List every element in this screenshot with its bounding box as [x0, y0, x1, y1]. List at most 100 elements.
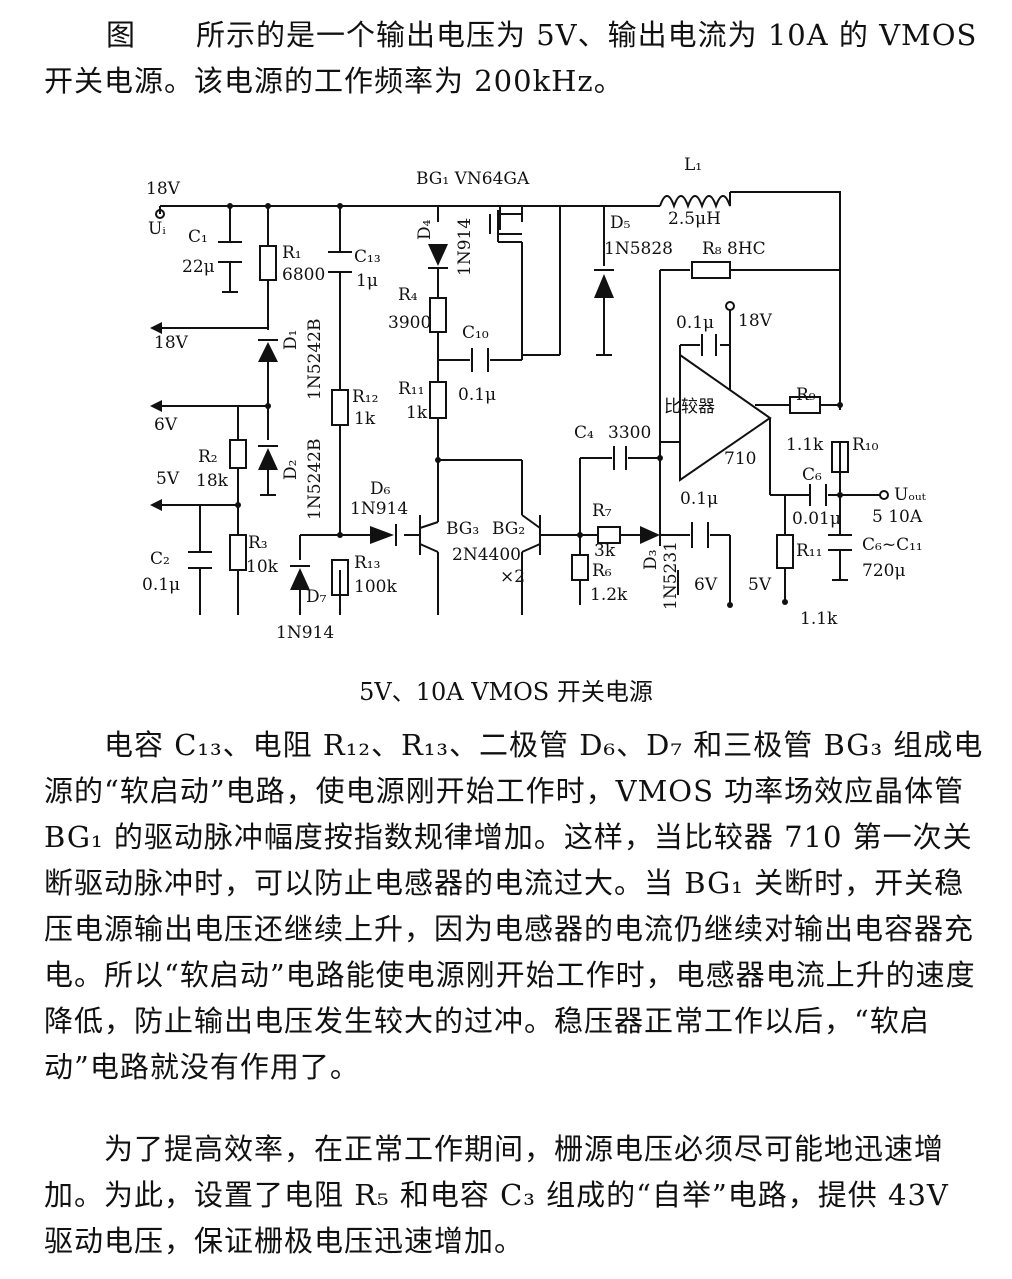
- terminal-ui: [155, 209, 165, 219]
- diode-d7: [290, 565, 310, 590]
- label-r9-val: 1.1k: [786, 435, 824, 455]
- label-r12: R₁₂: [352, 387, 378, 407]
- label-d3: D₃: [641, 550, 661, 570]
- label-6v-bottom: 6V: [694, 575, 718, 595]
- label-ui: Uᵢ: [148, 219, 166, 239]
- label-c4-val: 3300: [608, 423, 651, 443]
- label-r9: R₉: [796, 385, 816, 405]
- capacitor-c10: [471, 348, 489, 372]
- diode-d6: [370, 524, 397, 546]
- label-bg2: BG₂: [492, 519, 525, 539]
- resistor-r2: [229, 439, 247, 469]
- label-d5: D₅: [610, 213, 631, 233]
- label-cmp-cap: 0.1μ: [676, 313, 714, 333]
- label-l1: L₁: [684, 155, 702, 175]
- label-r6-val: 1.2k: [590, 585, 628, 605]
- label-d2: D₂: [281, 460, 301, 480]
- capacitor-c4: [613, 446, 627, 470]
- label-r3: R₃: [248, 533, 268, 553]
- label-d5-part: 1N5828: [604, 239, 673, 259]
- label-c13-val: 1μ: [356, 271, 378, 291]
- terminal-5v: [782, 599, 788, 605]
- body-paragraph-1: 电容 C₁₃、电阻 R₁₂、R₁₃、二极管 D₆、D₇ 和三极管 BG₃ 组成电…: [44, 728, 984, 1084]
- zener-d3: [640, 524, 661, 546]
- label-r13: R₁₃: [354, 553, 380, 573]
- label-r4: R₄: [398, 285, 418, 305]
- resistor-r12: [331, 389, 349, 426]
- components: [150, 192, 889, 608]
- label-c1: C₁: [188, 227, 208, 247]
- label-r4-val: 3900: [388, 313, 431, 333]
- label-c10: C₁₀: [462, 323, 489, 343]
- figure-caption: 5V、10A VMOS 开关电源: [359, 678, 653, 706]
- label-bg3: BG₃: [446, 519, 479, 539]
- circuit-labels: 18V Uᵢ C₁ 22μ R₁ 6800 C₁₃ 1μ 18V D₁ 1N52…: [142, 155, 927, 643]
- resistor-r13: [331, 559, 349, 596]
- diode-d4: [428, 244, 448, 269]
- label-r1: R₁: [282, 243, 302, 263]
- label-r2: R₂: [198, 447, 218, 467]
- label-18v-left: 18V: [154, 333, 189, 353]
- mosfet-bg1: [489, 210, 522, 242]
- label-r12-val: 1k: [354, 409, 376, 429]
- label-c2-val: 0.1μ: [142, 575, 180, 595]
- label-bg-qty: ×2: [500, 567, 525, 587]
- circuit-wires: [159, 191, 880, 615]
- label-r11: R₁₁: [796, 541, 822, 561]
- label-5v-bottom: 5V: [748, 575, 772, 595]
- resistor-r8: [691, 261, 731, 279]
- label-d3-part: 1N5231: [661, 541, 681, 610]
- label-bg1: BG₁ VN64GA: [416, 169, 530, 189]
- label-c10-val: 0.1μ: [458, 385, 496, 405]
- body-paragraph-2: 为了提高效率，在正常工作期间，栅源电压必须尽可能地迅速增加。为此，设置了电阻 R…: [44, 1132, 949, 1258]
- label-r11b-val: 1k: [406, 403, 428, 423]
- capacitor-c6: [809, 484, 827, 506]
- resistor-r10: [831, 441, 849, 473]
- label-d2-part: 1N5242B: [305, 439, 325, 520]
- zener-d1: [258, 339, 278, 362]
- label-r11b: R₁₁: [398, 379, 424, 399]
- label-r2-val: 18k: [196, 471, 229, 491]
- label-c6-val: 0.01μ: [792, 509, 841, 529]
- label-6v-left: 6V: [154, 415, 178, 435]
- label-l1-val: 2.5μH: [668, 209, 721, 229]
- label-cmp-v: 18V: [738, 311, 773, 331]
- resistor-r11: [776, 534, 794, 569]
- capacitor-comparator: [701, 334, 717, 356]
- label-comparator: 比较器: [664, 397, 715, 417]
- intro-paragraph: 图 所示的是一个输出电压为 5V、输出电流为 10A 的 VMOS 开关电源。该…: [44, 18, 978, 98]
- resistor-r7: [597, 526, 621, 544]
- label-d7: D₇: [306, 587, 327, 607]
- label-r13-val: 100k: [354, 577, 397, 597]
- capacitor-c2: [188, 551, 212, 569]
- label-r10: R₁₀: [852, 435, 879, 455]
- label-r11-val: 1.1k: [800, 609, 838, 629]
- label-r3-val: 10k: [246, 557, 279, 577]
- label-18v-top: 18V: [146, 179, 181, 199]
- resistor-r6: [571, 554, 589, 581]
- label-d1-part: 1N5242B: [305, 319, 325, 400]
- circuit-diagram: 18V Uᵢ C₁ 22μ R₁ 6800 C₁₃ 1μ 18V D₁ 1N52…: [142, 155, 927, 643]
- label-r1-val: 6800: [282, 265, 325, 285]
- label-r7: R₇: [592, 501, 612, 521]
- label-d4: D₄: [415, 219, 435, 240]
- label-uout: Uₒᵤₜ: [894, 485, 927, 505]
- capacitor-output: [828, 534, 852, 551]
- capacitor-c1: [218, 241, 242, 263]
- resistor-r3: [229, 534, 247, 571]
- terminal-out: [879, 490, 889, 500]
- capacitor-mid: [691, 522, 709, 548]
- label-c2: C₂: [150, 549, 170, 569]
- label-d7-part: 1N914: [276, 623, 334, 643]
- capacitor-c13: [328, 251, 352, 273]
- label-c6: C₆: [802, 465, 822, 485]
- label-5v-left: 5V: [156, 469, 180, 489]
- label-r7-val: 3k: [594, 541, 616, 561]
- label-bg-part: 2N4400: [452, 545, 521, 565]
- label-out-spec: 5 10A: [872, 507, 923, 527]
- label-c13: C₁₃: [354, 247, 381, 267]
- resistor-r9: [789, 396, 821, 414]
- resistor-r4: [429, 297, 447, 333]
- label-cout: C₆~C₁₁: [862, 535, 923, 555]
- inductor-l1: [659, 192, 731, 210]
